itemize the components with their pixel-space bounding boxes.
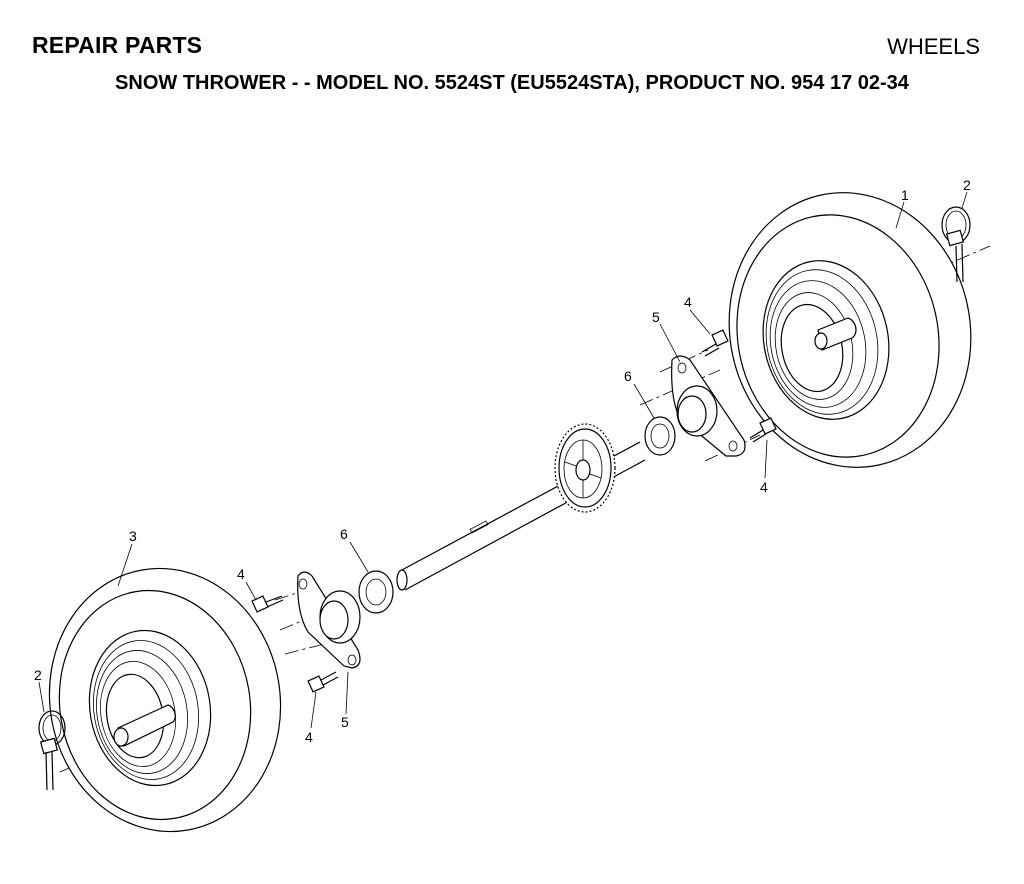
callout-left-bolt-bottom: 4: [305, 729, 313, 745]
model-subtitle: SNOW THROWER - - MODEL NO. 5524ST (EU552…: [115, 72, 909, 94]
right-bearing-bracket: [671, 355, 746, 457]
left-hitch-pin: [38, 710, 66, 791]
right-hitch-pin: [941, 206, 971, 283]
right-flat-washer: [644, 416, 676, 456]
left-bearing-bracket: [297, 571, 361, 669]
leader-lines: [38, 191, 968, 729]
callout-right-bolt-top: 4: [684, 294, 692, 310]
section-title: REPAIR PARTS: [32, 32, 203, 58]
callout-left-bolt-top: 4: [237, 566, 245, 582]
right-bolt-bottom: [749, 417, 777, 443]
left-bolt-bottom: [307, 671, 339, 693]
right-wheel-assembly: [728, 192, 972, 468]
callout-left-wheel: 3: [129, 528, 137, 544]
callout-left-bracket: 5: [341, 714, 349, 730]
left-bolt-top: [251, 595, 284, 613]
callout-right-wheel: 1: [901, 187, 909, 203]
left-flat-washer: [358, 570, 394, 614]
page-title: WHEELS: [887, 34, 980, 59]
callout-right-bracket: 5: [652, 309, 660, 325]
right-bolt-top: [701, 329, 729, 357]
callout-right-pin: 2: [963, 177, 971, 193]
axle-gear: [554, 423, 616, 513]
callout-right-washer: 6: [624, 368, 632, 384]
callout-left-pin: 2: [34, 667, 42, 683]
callout-right-bolt-bottom: 4: [760, 479, 768, 495]
callout-left-washer: 6: [340, 526, 348, 542]
left-wheel-assembly: [48, 567, 282, 833]
